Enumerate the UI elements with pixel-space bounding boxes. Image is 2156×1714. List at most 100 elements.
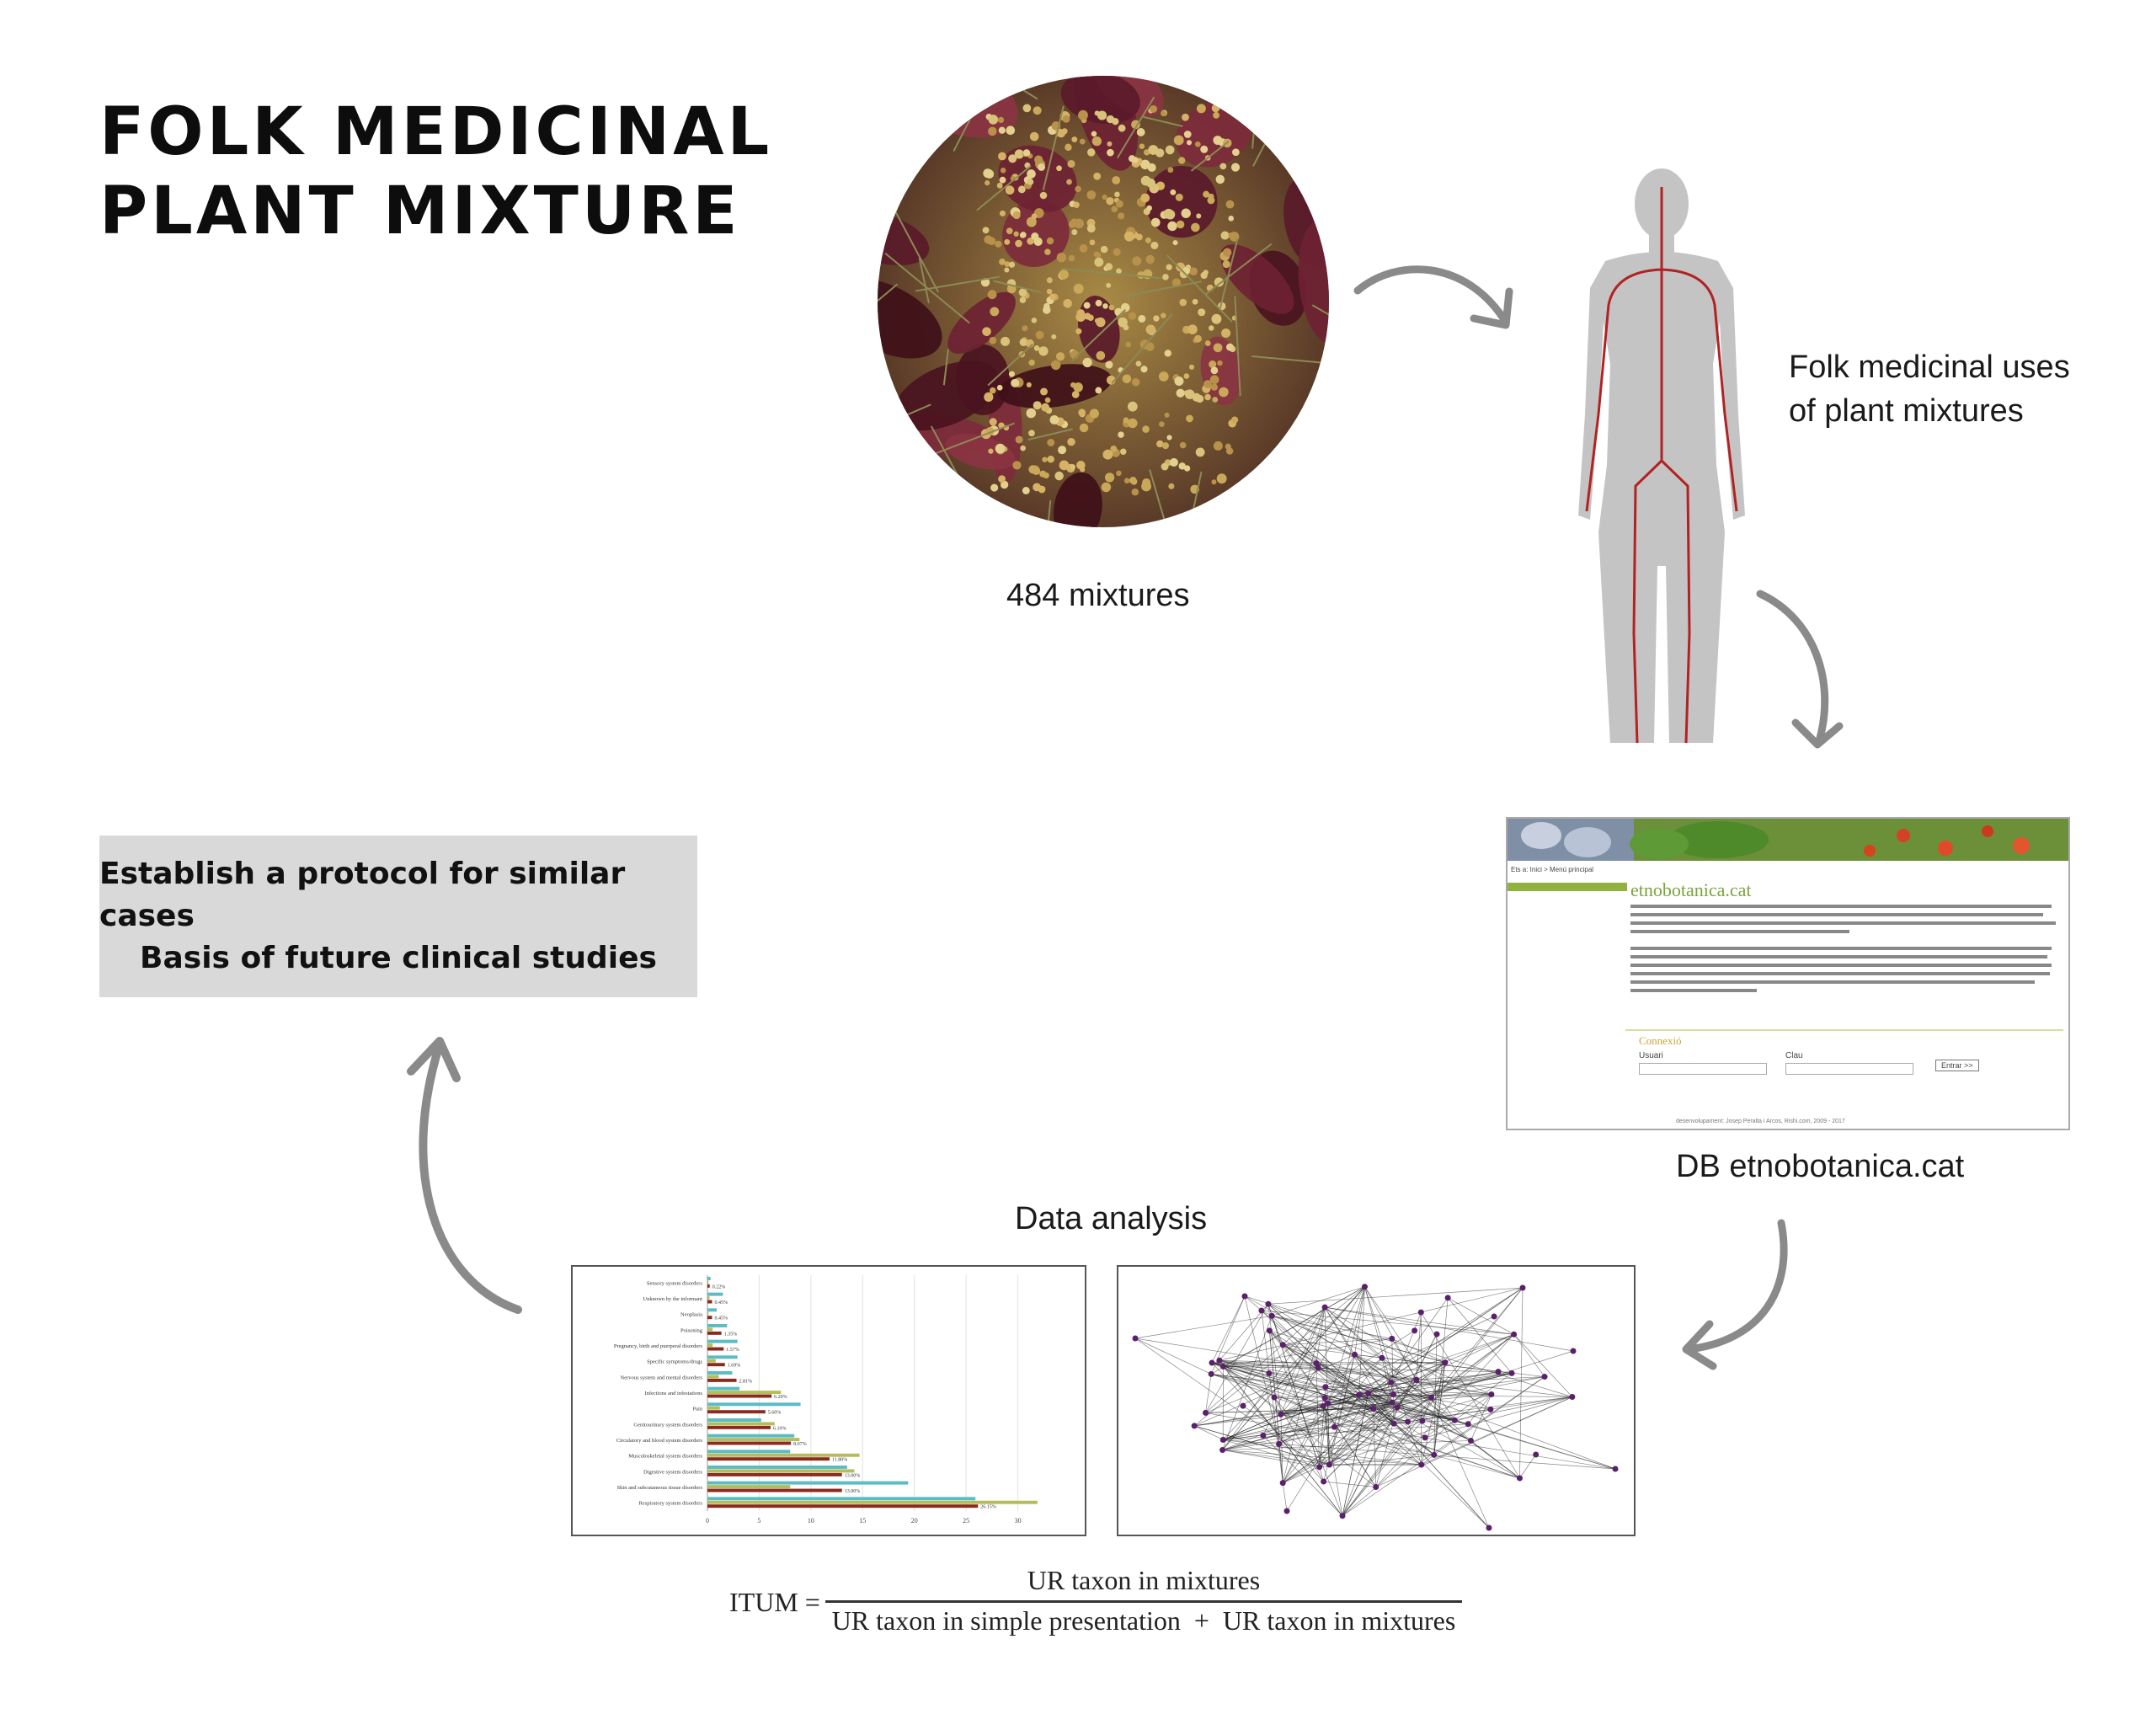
dried-stem <box>1060 268 1162 280</box>
dried-flower <box>1231 109 1239 118</box>
dried-flower <box>1196 213 1202 219</box>
network-node <box>1320 1402 1326 1409</box>
dried-flower <box>1211 479 1217 485</box>
dried-flower <box>1120 302 1130 312</box>
dried-flower <box>1145 324 1156 335</box>
network-node <box>1569 1394 1576 1401</box>
dried-flower <box>1163 208 1174 219</box>
dried-flower <box>1176 220 1185 229</box>
dried-flower <box>999 210 1006 216</box>
dried-flower <box>1210 383 1219 391</box>
dried-flower <box>989 418 997 426</box>
network-edge <box>1211 1374 1520 1479</box>
network-edge <box>1354 1354 1417 1380</box>
dried-flower <box>1222 260 1230 269</box>
dried-flower <box>1022 104 1032 113</box>
dried-flower <box>1046 237 1054 245</box>
network-edge <box>1262 1306 1326 1436</box>
enter-button[interactable]: Entrar >> <box>1935 1060 1979 1071</box>
network-edge <box>1278 1350 1574 1444</box>
dried-stem <box>883 474 926 522</box>
dried-flower <box>1091 131 1097 137</box>
dried-flower <box>1179 441 1187 449</box>
bar <box>707 1339 738 1343</box>
dried-flower <box>1156 440 1164 448</box>
dried-flower <box>1128 312 1137 320</box>
network-edge <box>1342 1311 1422 1516</box>
dried-flower <box>1091 136 1102 147</box>
dried-flower <box>1062 115 1070 123</box>
dried-flower <box>1075 185 1081 193</box>
dried-flower <box>1194 141 1201 147</box>
network-edge <box>1327 1379 1417 1404</box>
dried-flower <box>1006 125 1016 136</box>
network-edge <box>1407 1334 1514 1423</box>
dried-flower <box>1161 442 1170 450</box>
network-edge <box>1373 1408 1395 1424</box>
category-label: Sensory system disorders <box>647 1280 703 1286</box>
dried-flower <box>1182 113 1189 121</box>
network-edge <box>1325 1376 1545 1388</box>
dried-flower <box>1084 312 1091 320</box>
dried-flower <box>1123 417 1129 424</box>
dried-flower <box>1125 341 1132 348</box>
network-edge <box>1219 1359 1408 1423</box>
formula-denominator: UR taxon in simple presentation + UR tax… <box>831 1605 1456 1636</box>
dried-flower <box>1079 138 1086 145</box>
dried-flower <box>1055 352 1065 361</box>
network-node <box>1283 1508 1290 1514</box>
network-edge <box>1262 1373 1513 1436</box>
network-node <box>1394 1404 1401 1411</box>
dried-flower <box>1026 382 1032 387</box>
dried-flower <box>1146 205 1152 211</box>
dried-flower <box>1049 415 1059 424</box>
network-node <box>1390 1420 1397 1427</box>
network-edge <box>1244 1295 1279 1444</box>
network-node <box>1444 1295 1451 1301</box>
network-edge <box>1278 1393 1369 1444</box>
dried-flower <box>988 126 997 136</box>
network-edge <box>1222 1286 1365 1450</box>
network-edge <box>1283 1338 1392 1346</box>
network-edge <box>1368 1393 1490 1529</box>
network-node <box>1191 1423 1198 1429</box>
dried-flower <box>1005 185 1015 195</box>
user-input[interactable] <box>1639 1063 1767 1075</box>
dried-flower <box>1213 441 1223 451</box>
dried-stem <box>1234 296 1241 397</box>
dried-flower <box>1017 185 1026 194</box>
network-node <box>1203 1409 1209 1416</box>
bar <box>707 1488 842 1492</box>
network-node <box>1241 1293 1248 1300</box>
network-graph-panel <box>1117 1265 1636 1536</box>
dried-flower <box>1104 473 1115 483</box>
network-node <box>1339 1513 1346 1519</box>
network-edge <box>1134 1315 1273 1339</box>
network-node <box>1321 1304 1328 1311</box>
bar <box>707 1316 712 1320</box>
dried-flower <box>1004 238 1011 245</box>
network-edge <box>1373 1408 1455 1421</box>
network-node <box>1487 1406 1494 1412</box>
data-label: 1.57% <box>726 1348 739 1353</box>
network-node <box>1419 1418 1426 1424</box>
network-edge <box>1315 1307 1326 1364</box>
network-node <box>1442 1359 1449 1366</box>
network-node <box>1365 1390 1372 1396</box>
network-node <box>1240 1402 1246 1409</box>
dried-flower <box>1097 110 1107 120</box>
network-edge <box>1194 1402 1328 1427</box>
dried-flower <box>1068 254 1075 262</box>
dried-flower <box>1127 401 1138 412</box>
dried-petal <box>1298 219 1329 344</box>
key-input[interactable] <box>1785 1063 1913 1075</box>
arrow-to-analysis <box>1682 1219 1788 1370</box>
bar <box>707 1386 740 1391</box>
bar <box>707 1277 711 1280</box>
dried-flower <box>1208 325 1214 331</box>
dried-flower <box>1018 288 1027 297</box>
dried-flower <box>985 180 990 186</box>
dried-flower <box>1188 364 1194 370</box>
network-edge <box>1278 1287 1524 1444</box>
